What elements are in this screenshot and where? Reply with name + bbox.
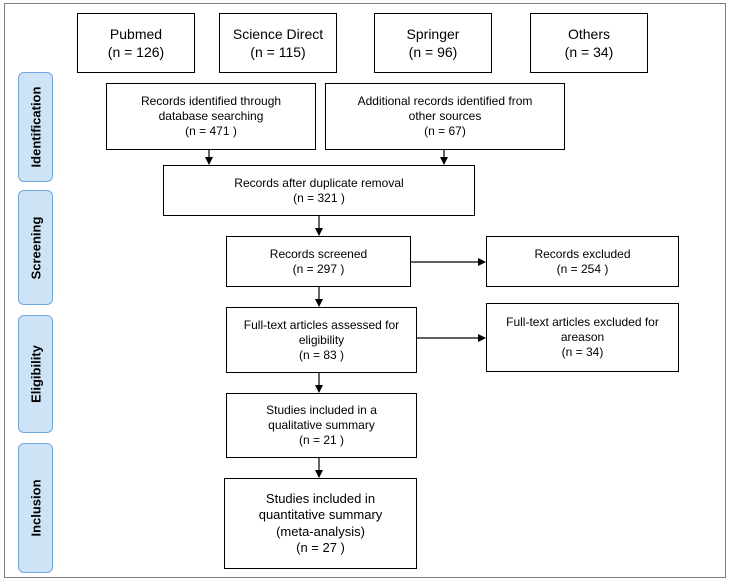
source-count: (n = 96) bbox=[408, 44, 458, 60]
source-count: (n = 34) bbox=[564, 44, 614, 60]
quantitative-summary-box: Studies included in quantitative summary… bbox=[224, 478, 417, 569]
stage-screening: Screening bbox=[18, 190, 53, 305]
source-name: Pubmed bbox=[109, 25, 163, 42]
additional-records-box: Additional records identified from other… bbox=[325, 83, 565, 150]
source-count: (n = 126) bbox=[107, 44, 165, 60]
count-label: (n = 321 ) bbox=[293, 190, 345, 205]
count-label: (n = 67) bbox=[424, 124, 466, 138]
stage-eligibility: Eligibility bbox=[18, 315, 53, 433]
diagram-frame bbox=[4, 3, 726, 578]
source-box-science-direct: Science Direct (n = 115) bbox=[219, 13, 337, 73]
duplicate-removal-box: Records after duplicate removal (n = 321… bbox=[163, 165, 475, 216]
count-label: (n = 254 ) bbox=[556, 261, 609, 276]
records-excluded-box: Records excluded (n = 254 ) bbox=[486, 236, 679, 287]
source-name: Science Direct bbox=[232, 25, 324, 42]
count-label: (n = 27 ) bbox=[296, 539, 345, 555]
qualitative-summary-box: Studies included in a qualitative summar… bbox=[226, 393, 417, 458]
count-label: (n = 297 ) bbox=[292, 261, 345, 276]
stage-inclusion: Inclusion bbox=[18, 443, 53, 573]
stage-identification: Identification bbox=[18, 72, 53, 182]
source-name: Springer bbox=[406, 25, 460, 42]
fulltext-excluded-box: Full-text articles excluded for areason … bbox=[486, 303, 679, 372]
source-name: Others bbox=[567, 25, 610, 42]
fulltext-assessed-box: Full-text articles assessed for eligibil… bbox=[226, 307, 417, 373]
source-count: (n = 115) bbox=[250, 44, 306, 60]
count-label: (n = 21 ) bbox=[298, 433, 345, 447]
records-identified-box: Records identified through database sear… bbox=[106, 83, 316, 150]
count-label: (n = 34) bbox=[561, 345, 604, 359]
source-box-pubmed: Pubmed (n = 126) bbox=[77, 13, 195, 73]
source-box-others: Others (n = 34) bbox=[530, 13, 648, 73]
count-label: (n = 471 ) bbox=[185, 124, 237, 138]
source-box-springer: Springer (n = 96) bbox=[374, 13, 492, 73]
count-label: (n = 83 ) bbox=[298, 347, 345, 362]
records-screened-box: Records screened (n = 297 ) bbox=[226, 236, 411, 287]
